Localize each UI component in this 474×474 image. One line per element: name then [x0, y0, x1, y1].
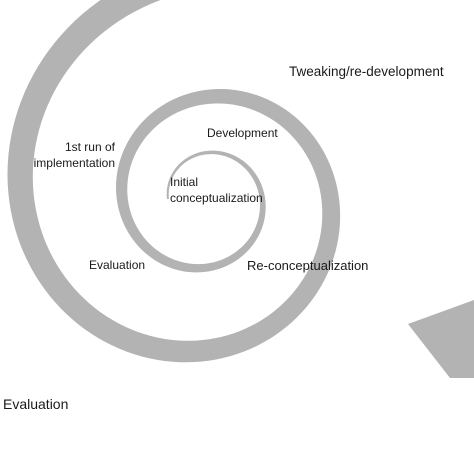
label-first-run-line1: 1st run of [65, 140, 116, 154]
label-first-run-line2: implementation [34, 156, 115, 170]
spiral-arrowhead [408, 300, 474, 378]
label-development: Development [207, 126, 278, 140]
label-initial-line1: Initial [170, 175, 198, 189]
label-tweaking: Tweaking/re-development [289, 64, 444, 79]
label-initial-line2: conceptualization [170, 191, 263, 205]
label-evaluation-inner: Evaluation [89, 258, 145, 272]
label-evaluation-outer: Evaluation [3, 396, 68, 412]
label-reconceptualization: Re-conceptualization [247, 258, 368, 273]
